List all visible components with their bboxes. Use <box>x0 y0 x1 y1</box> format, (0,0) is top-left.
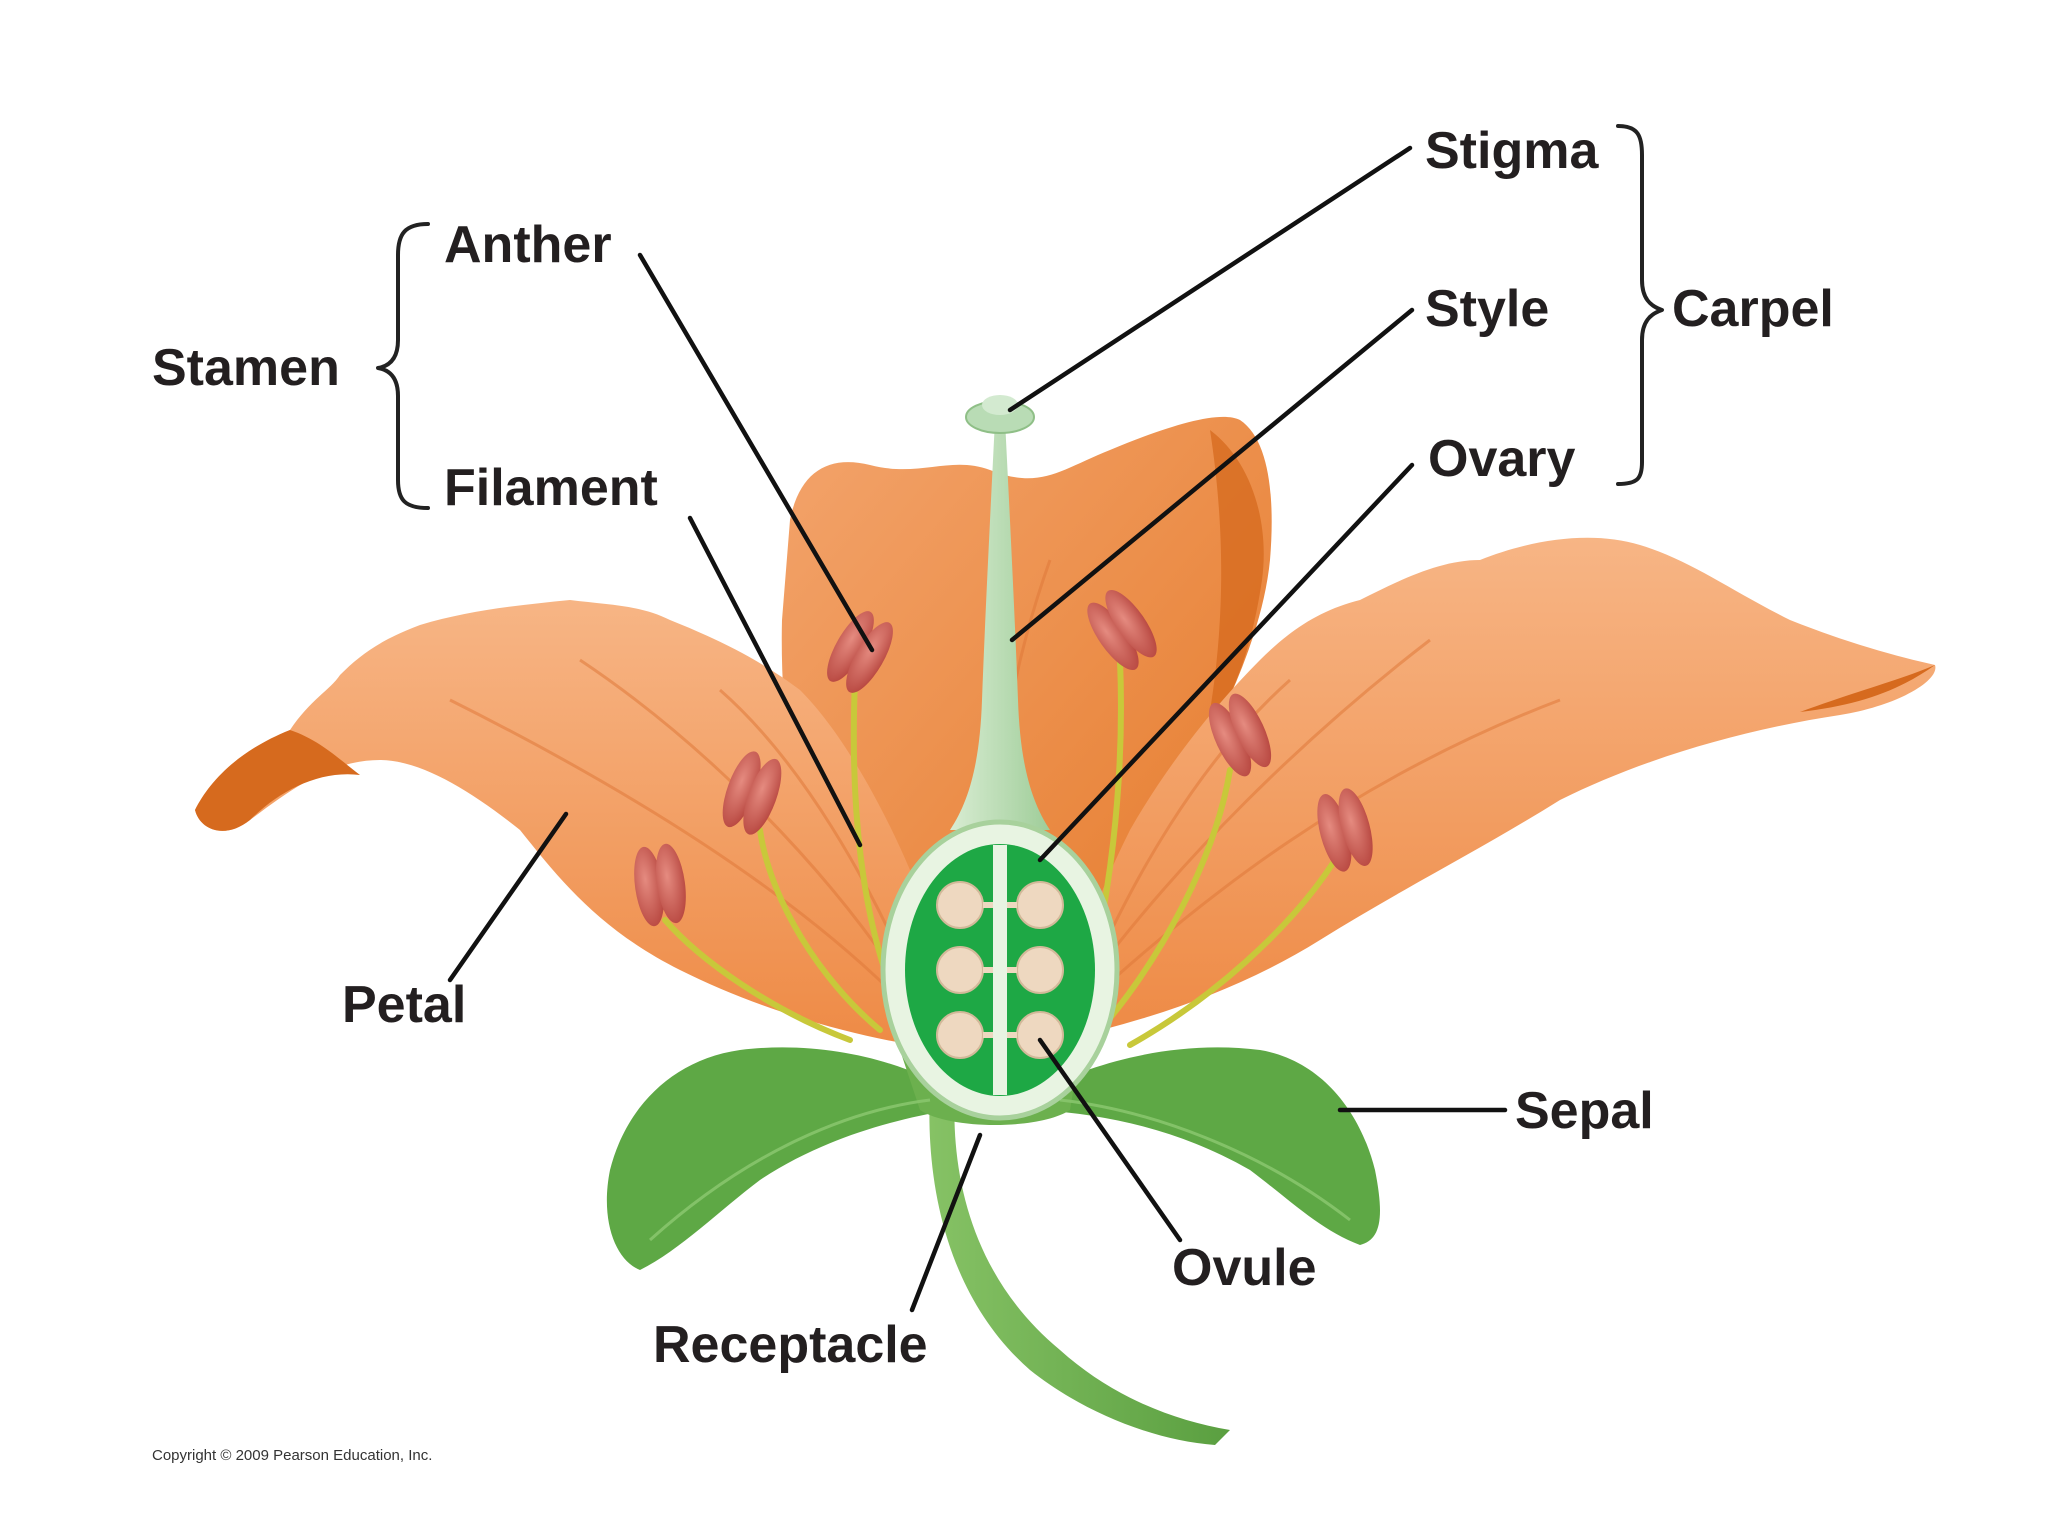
petal-left-tip <box>195 730 360 831</box>
style <box>950 420 1050 830</box>
label-style: Style <box>1425 280 1549 338</box>
sepal-veins <box>648 1098 1351 1242</box>
carpel-brace <box>1616 124 1664 486</box>
label-ovary: Ovary <box>1428 430 1576 488</box>
petal-left <box>195 600 950 1050</box>
leader-anther <box>637 252 875 653</box>
ovary <box>880 819 1120 1121</box>
leader-ovule <box>1037 1037 1183 1243</box>
stigma <box>965 395 1035 434</box>
petal-right <box>1060 537 1936 1040</box>
ovules <box>936 881 1064 1059</box>
labels: Stamen Anther Filament Stigma Style Ovar… <box>152 122 1834 1464</box>
copyright-notice: Copyright © 2009 Pearson Education, Inc. <box>152 1447 432 1464</box>
flower-illustration <box>195 395 1936 1445</box>
petal-right-edge <box>1800 665 1935 712</box>
leader-petal <box>447 811 569 983</box>
petal-back-fold <box>1205 430 1264 740</box>
label-sepal: Sepal <box>1515 1082 1654 1140</box>
label-carpel: Carpel <box>1672 280 1834 338</box>
stamen-brace <box>376 222 430 510</box>
label-ovule: Ovule <box>1172 1239 1317 1297</box>
sepal-right <box>1040 1047 1380 1245</box>
label-filament: Filament <box>444 459 658 517</box>
sepal-left <box>606 1047 950 1270</box>
anthers <box>634 589 1373 927</box>
label-petal: Petal <box>342 976 466 1034</box>
label-stamen: Stamen <box>152 339 340 397</box>
leader-style <box>1009 307 1415 643</box>
stem <box>929 1090 1230 1445</box>
leader-filament <box>687 515 863 848</box>
label-anther: Anther <box>444 216 612 274</box>
leader-lines <box>447 145 1508 1313</box>
label-stigma: Stigma <box>1425 122 1599 180</box>
leader-receptacle <box>909 1132 983 1313</box>
leader-stigma <box>1007 145 1413 413</box>
leader-ovary <box>1037 462 1415 863</box>
label-receptacle: Receptacle <box>653 1316 928 1374</box>
